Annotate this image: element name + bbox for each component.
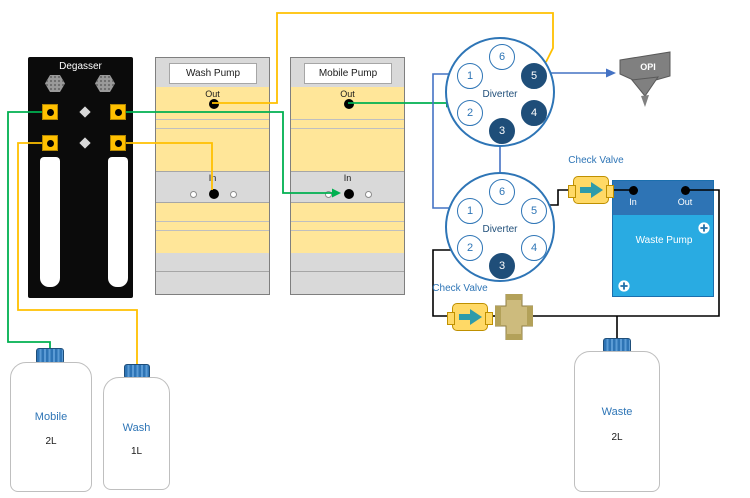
waste-pump-title: Waste Pump <box>635 235 693 246</box>
bottle-cap <box>36 348 64 363</box>
bottle-body <box>103 377 170 490</box>
out-port <box>208 99 219 109</box>
bottle-cap <box>123 364 150 378</box>
diamond-fitting-icon <box>78 137 91 149</box>
tee-fitting <box>495 294 533 340</box>
bottle-name: Waste <box>601 406 633 418</box>
in-port <box>343 189 354 199</box>
pump-stripe <box>291 128 404 129</box>
pump-stripe <box>291 230 404 231</box>
check-valve-bottom <box>447 303 493 331</box>
diverter-port-1: 1 <box>457 197 483 224</box>
check-valve-label: Check Valve <box>432 283 488 294</box>
wash-pump-unit: Wash Pump Out In <box>155 57 270 295</box>
degasser-channel <box>108 157 128 287</box>
out-label: Out <box>677 197 693 207</box>
in-label: In <box>629 197 637 207</box>
degasser-unit: Degasser <box>28 57 133 298</box>
plus-circle-icon <box>698 222 710 234</box>
degasser-port <box>42 104 58 120</box>
diverter-port-2: 2 <box>457 234 483 261</box>
hex-bolt-icon <box>95 75 115 92</box>
inlet-screw-icon <box>365 191 372 198</box>
bottle-volume: 2L <box>611 432 623 443</box>
diverter-label: Diverter <box>482 224 518 235</box>
mobile-bottle: Mobile 2L <box>10 348 92 492</box>
plus-circle-icon <box>618 280 630 292</box>
waste-pump-unit: In Out Waste Pump <box>612 180 714 297</box>
in-label: In <box>343 173 352 183</box>
out-label: Out <box>340 89 355 99</box>
bottle-body <box>574 351 660 492</box>
pump-stripe <box>156 221 269 222</box>
pump-stripe <box>291 221 404 222</box>
diverter-port-1: 1 <box>457 62 483 89</box>
pump-stripe <box>291 271 404 272</box>
arrowhead-icon <box>606 68 616 78</box>
diverter-valve-bottom: Diverter 1 2 3 4 5 6 <box>445 172 555 282</box>
in-port <box>628 186 638 195</box>
diverter-port-4: 4 <box>521 234 547 261</box>
wash-bottle: Wash 1L <box>103 364 170 490</box>
diverter-port-2: 2 <box>457 99 483 126</box>
out-label: Out <box>205 89 220 99</box>
inlet-screw-icon <box>230 191 237 198</box>
check-valve-top <box>568 176 614 204</box>
bottle-name: Wash <box>122 422 151 434</box>
check-valve-label: Check Valve <box>568 155 624 166</box>
degasser-channel <box>40 157 60 287</box>
inlet-screw-icon <box>325 191 332 198</box>
degasser-port <box>110 104 126 120</box>
pump-stripe <box>156 230 269 231</box>
degasser-title: Degasser <box>59 61 102 72</box>
flow-arrow-icon <box>459 309 482 325</box>
out-port <box>680 186 690 195</box>
pump-stripe <box>156 271 269 272</box>
bottle-volume: 2L <box>45 436 57 447</box>
pump-title: Wash Pump <box>169 63 257 84</box>
diverter-port-6: 6 <box>489 179 515 205</box>
pump-panel <box>291 203 404 253</box>
out-port <box>343 99 354 109</box>
pump-stripe <box>156 119 269 120</box>
opi-label: OPI <box>640 62 656 72</box>
diverter-valve-top: Diverter 1 2 3 4 5 6 <box>445 37 555 147</box>
waste-pump-out: Out <box>668 186 702 207</box>
mobile-pump-unit: Mobile Pump Out In <box>290 57 405 295</box>
in-port <box>208 189 219 199</box>
diverter-port-5: 5 <box>521 62 547 89</box>
diamond-fitting-icon <box>78 106 91 118</box>
pump-title: Mobile Pump <box>304 63 392 84</box>
bottle-body <box>10 362 92 492</box>
degasser-port <box>110 135 126 151</box>
diverter-port-3: 3 <box>489 253 515 279</box>
diverter-port-5: 5 <box>521 197 547 224</box>
bottle-name: Mobile <box>34 411 68 423</box>
opi-sprayer: OPI <box>619 51 671 107</box>
in-label: In <box>208 173 217 183</box>
waste-pump-in: In <box>616 186 650 207</box>
bottle-cap <box>603 338 631 352</box>
flow-arrow-icon <box>580 182 603 198</box>
diverter-port-3: 3 <box>489 118 515 144</box>
diverter-port-6: 6 <box>489 44 515 70</box>
waste-bottle: Waste 2L <box>574 338 660 492</box>
degasser-port <box>42 135 58 151</box>
pump-panel <box>156 203 269 253</box>
bottle-volume: 1L <box>130 446 143 457</box>
diverter-label: Diverter <box>482 89 518 100</box>
pump-stripe <box>291 119 404 120</box>
pump-stripe <box>156 128 269 129</box>
hex-bolt-icon <box>45 75 65 92</box>
diverter-port-4: 4 <box>521 99 547 126</box>
inlet-screw-icon <box>190 191 197 198</box>
